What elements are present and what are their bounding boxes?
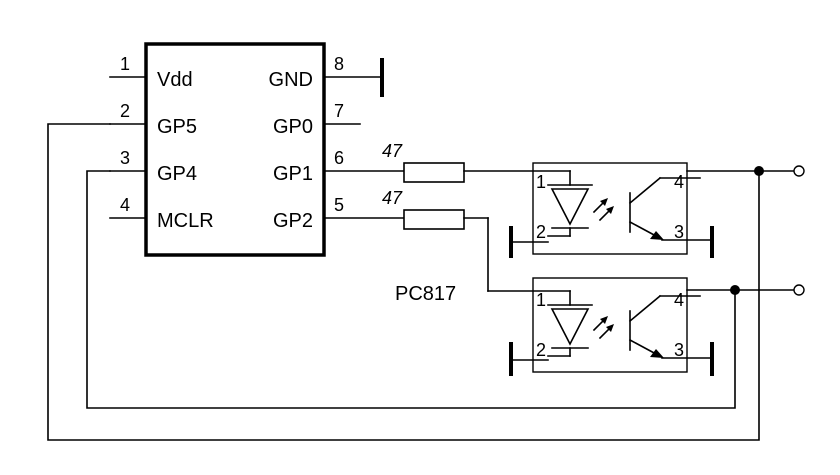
optocoupler-1-body	[532, 162, 688, 255]
pin-name-mclr: MCLR	[157, 210, 214, 232]
pin-number-5: 5	[334, 195, 344, 215]
opto2-pin4-label: 4	[674, 290, 684, 310]
optocoupler-part-label: PC817	[395, 283, 456, 305]
opto1-light-arrows-icon	[592, 198, 614, 222]
pin-name-gp2: GP2	[273, 210, 313, 232]
pin-number-8: 8	[334, 54, 344, 74]
opto2-pin2-label: 2	[536, 340, 546, 360]
resistor-2	[403, 209, 465, 230]
pin-name-vdd: Vdd	[157, 69, 193, 91]
ic-body	[144, 42, 326, 257]
pin-name-gp5: GP5	[157, 116, 197, 138]
pin-number-1: 1	[120, 54, 130, 74]
opto1-led-icon	[547, 184, 593, 237]
output-terminal-1	[793, 165, 805, 177]
opto1-pin4-label: 4	[674, 172, 684, 192]
optocoupler-2-body	[532, 277, 688, 373]
opto1-pin2-label: 2	[536, 222, 546, 242]
opto1-pin1-label: 1	[536, 172, 546, 192]
pin-name-gp0: GP0	[273, 116, 313, 138]
opto1-pin3-label: 3	[674, 222, 684, 242]
opto2-led-icon	[547, 304, 593, 357]
output-terminal-2	[793, 284, 805, 296]
pin-number-4: 4	[120, 195, 130, 215]
pin-number-6: 6	[334, 148, 344, 168]
feedback-wire-gp5	[47, 123, 760, 441]
pin-name-gp1: GP1	[273, 163, 313, 185]
resistor-1	[403, 162, 465, 183]
pin-name-gnd: GND	[269, 69, 313, 91]
pin-name-gp4: GP4	[157, 163, 197, 185]
pin-number-2: 2	[120, 101, 130, 121]
pin-number-7: 7	[334, 101, 344, 121]
resistor-2-value: 47	[382, 188, 403, 208]
opto2-pin3-label: 3	[674, 340, 684, 360]
opto1-phototransistor-icon	[628, 176, 713, 241]
feedback-wire-gp4	[86, 170, 736, 409]
pin-number-3: 3	[120, 148, 130, 168]
resistor-1-value: 47	[382, 141, 403, 161]
opto2-phototransistor-icon	[628, 294, 713, 359]
opto2-pin1-label: 1	[536, 290, 546, 310]
opto2-light-arrows-icon	[592, 316, 614, 340]
